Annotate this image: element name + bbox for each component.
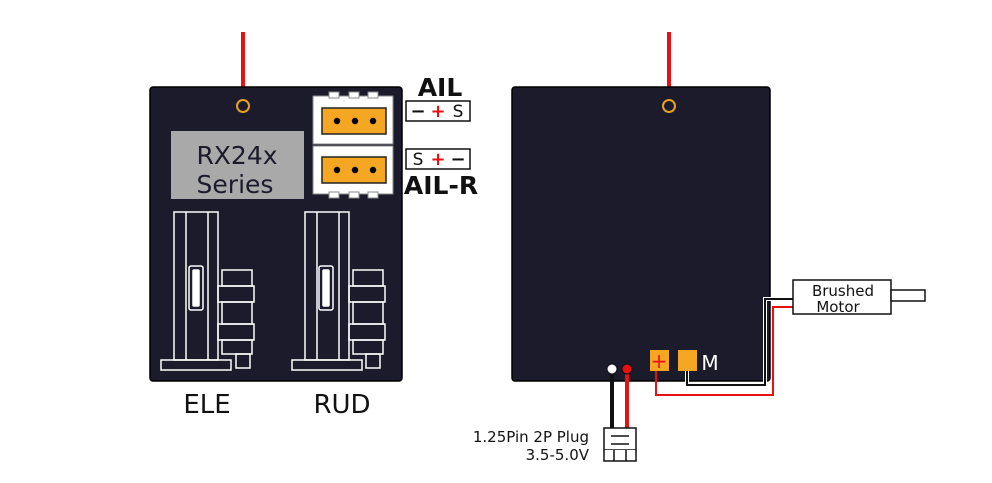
ail-label: AIL [418,73,463,102]
motor-shaft [890,289,926,302]
ail-r-pin-minus: − [450,149,465,170]
power-plug [603,427,637,462]
ail-r-label: AIL-R [404,171,478,200]
ail-pin-order-box [405,100,471,122]
rud-servo [291,211,386,371]
motor-label-line1: Brushed [812,282,874,300]
left-receiver-board: RX24x Series AIL − + S [149,32,478,420]
ail-r-pin-signal: S [413,150,424,170]
ele-servo [160,211,255,371]
power-pad-negative [606,363,618,375]
series-label-line2: Series [197,170,274,199]
motor-plus-pad-label: + [651,349,668,373]
motor-plus-pad [650,350,669,371]
motor-pad-label: M [701,351,718,375]
rud-label: RUD [313,390,370,420]
motor-label-line2: Motor [816,298,860,316]
series-label-plate [171,131,304,199]
ail-pin-plus: + [430,101,445,122]
mounting-hole-right [662,99,676,113]
series-label-line1: RX24x [196,141,277,170]
power-pad-positive [621,363,633,375]
brushed-motor [792,279,892,315]
motor-wire-red [655,306,793,396]
plug-label-line1: 1.25Pin 2P Plug [473,428,589,446]
ail-r-pin-plus: + [430,149,445,170]
mounting-hole-left [236,99,250,113]
motor-minus-pad [678,350,697,371]
ail-r-pin-order-box [405,148,471,170]
plug-label-line2: 3.5-5.0V [526,446,590,464]
ail-r-connector [312,145,394,199]
motor-wire-black [686,298,793,386]
right-receiver-board: + M Brushed Motor 1.25Pin 2P Plug 3.5-5.… [473,32,926,464]
ail-connector [312,91,394,145]
right-board-body [511,86,771,382]
ail-pin-signal: S [453,102,464,122]
ail-pin-minus: − [410,101,425,122]
ele-label: ELE [183,390,230,420]
